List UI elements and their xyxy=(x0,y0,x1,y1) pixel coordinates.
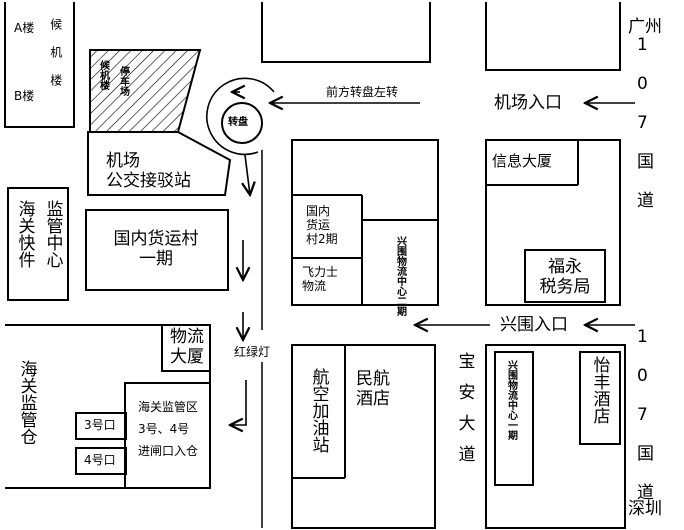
yifeng-hotel-label: 怡丰酒店 xyxy=(589,356,610,424)
cargo-village-2-label: 国内 货运 村2期 xyxy=(306,204,338,246)
shenzhen-label: 深圳 xyxy=(628,499,662,519)
roundabout-label: 转盘 xyxy=(228,117,248,128)
nr-bottom-char: 1 xyxy=(637,327,648,347)
nr-bottom-char: 国 xyxy=(637,444,654,464)
nr-bottom-char: 7 xyxy=(637,405,648,425)
gas-station-block xyxy=(291,344,436,529)
parking-label: 停车场 xyxy=(117,66,129,96)
terminal-parking-label: 候机楼 xyxy=(97,60,109,90)
minhang-hotel-label: 民航 酒店 xyxy=(356,369,390,409)
guangzhou-label: 广州 xyxy=(628,17,662,37)
airport-bus-label: 机场 公交接驳站 xyxy=(106,151,191,191)
gas-station-label: 航空加油站 xyxy=(308,368,329,453)
nr-bottom-char: 道 xyxy=(637,483,654,503)
info-tower-block xyxy=(485,139,621,306)
nr-top-char: 道 xyxy=(637,191,654,211)
xingwei-phase1-label: 兴围物流中心二期 xyxy=(394,236,406,316)
cargo-village-block xyxy=(85,209,229,291)
nr-top-char: 0 xyxy=(637,74,648,94)
xinxi-label: 信息大厦 xyxy=(492,152,553,170)
roundabout-shape xyxy=(206,77,275,156)
xingwei-center1-label: 兴围物流中心一期 xyxy=(505,360,517,440)
b-building-label: B楼 xyxy=(14,89,35,103)
logistics-tower-label: 物流 大厦 xyxy=(170,327,204,367)
customs-express-label: 海关快件 xyxy=(14,200,35,268)
fuyong-tax-label: 福永 税务局 xyxy=(539,257,591,297)
terminal-label: 候机楼 xyxy=(48,18,63,102)
gate4-label: 4号口 xyxy=(84,453,116,467)
baoan-avenue-label: 宝安大道 xyxy=(454,352,475,476)
traffic-light-label: 红绿灯 xyxy=(234,345,271,359)
top-middle-block xyxy=(261,2,431,63)
nr-top-char: 7 xyxy=(637,113,648,133)
nr-top-char: 国 xyxy=(637,152,654,172)
feilishi-label: 飞力士 物流 xyxy=(302,265,339,293)
turn-left-label: 前方转盘左转 xyxy=(326,85,399,99)
terminal-block xyxy=(4,2,75,128)
nr-bottom-char: 0 xyxy=(637,366,648,386)
xingwei-center1-block xyxy=(485,344,626,529)
customs-express-block xyxy=(7,187,69,301)
top-right-block xyxy=(485,2,621,71)
nr-top-char: 1 xyxy=(637,35,648,55)
customs-warehouse-label: 海关监管仓 xyxy=(16,360,37,445)
bus-station-block xyxy=(87,131,232,196)
airport-entrance-label: 机场入口 xyxy=(494,93,562,113)
bonded-area-label: 海关监管区 3号、4号 进闸口入仓 xyxy=(138,400,199,459)
cargo-village-2-block xyxy=(291,139,439,306)
cargo-village-label: 国内货运村 一期 xyxy=(113,229,199,269)
supervision-center-label: 监管中心 xyxy=(42,200,63,268)
xingwei-entrance-label: 兴围入口 xyxy=(500,315,568,335)
gate3-label: 3号口 xyxy=(84,418,116,432)
a-building-label: A楼 xyxy=(14,21,35,35)
